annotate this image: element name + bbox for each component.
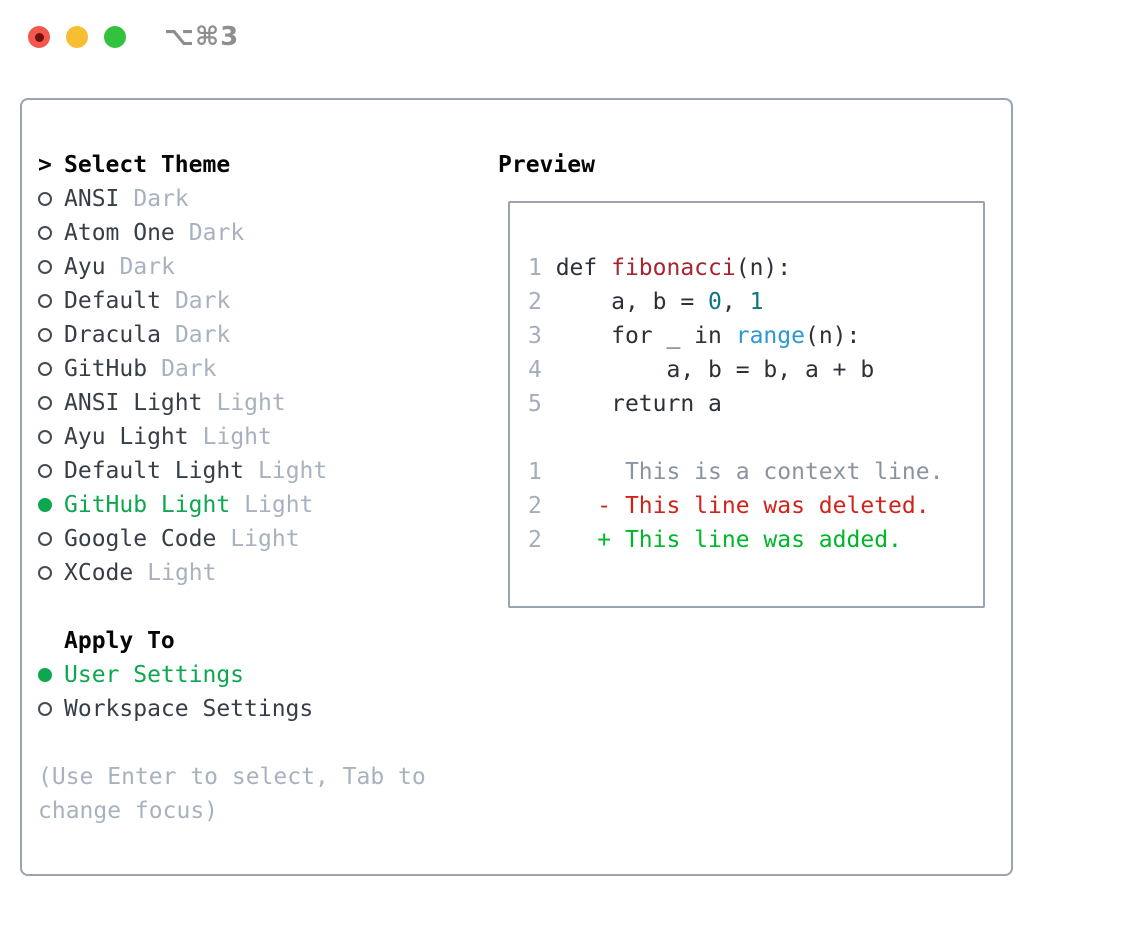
theme-variant-label: Dark bbox=[174, 288, 231, 314]
theme-variant-label: Light bbox=[216, 390, 286, 416]
radio-icon bbox=[38, 328, 52, 342]
option-label: GitHub bbox=[64, 356, 148, 382]
preview-heading-row: Preview bbox=[498, 148, 595, 182]
option-label: GitHub Light bbox=[64, 492, 231, 518]
radio-icon bbox=[38, 362, 52, 376]
option-label: ANSI bbox=[64, 186, 120, 212]
theme-option[interactable]: Google Code Light bbox=[38, 522, 327, 556]
code-line: 1 This is a context line. bbox=[528, 459, 944, 485]
option-label: Default bbox=[64, 288, 161, 314]
theme-variant-label: Dark bbox=[174, 322, 231, 348]
theme-option[interactable]: Default Dark bbox=[38, 284, 327, 318]
help-text: (Use Enter to select, Tab to change focu… bbox=[38, 764, 426, 824]
radio-selected-icon bbox=[38, 498, 52, 512]
code-line: 4 a, b = b, a + b bbox=[528, 357, 875, 383]
radio-icon bbox=[38, 260, 52, 274]
theme-option[interactable]: Default Light Light bbox=[38, 454, 327, 488]
code-preview: 1 def fibonacci(n): 2 a, b = 0, 1 3 for _ … bbox=[528, 251, 943, 557]
radio-icon bbox=[38, 396, 52, 410]
theme-variant-label: Light bbox=[244, 492, 314, 518]
code-line: 3 for _ in range(n): bbox=[528, 323, 861, 349]
option-label: Dracula bbox=[64, 322, 161, 348]
apply-to-title: Apply To bbox=[64, 628, 175, 654]
theme-option[interactable]: GitHub Dark bbox=[38, 352, 327, 386]
cursor-icon: > bbox=[38, 152, 52, 178]
theme-variant-label: Dark bbox=[188, 220, 245, 246]
theme-option[interactable]: ANSI Dark bbox=[38, 182, 327, 216]
code-line: 1 def fibonacci(n): bbox=[528, 255, 792, 281]
titlebar: ⌥⌘3 bbox=[0, 0, 1140, 75]
theme-variant-label: Dark bbox=[133, 186, 189, 212]
traffic-lights bbox=[28, 26, 126, 48]
minimize-button[interactable] bbox=[66, 26, 88, 48]
theme-variant-label: Light bbox=[202, 424, 272, 450]
theme-variant-label: Light bbox=[258, 458, 328, 484]
theme-option[interactable]: Atom One Dark bbox=[38, 216, 327, 250]
zoom-button[interactable] bbox=[104, 26, 126, 48]
option-label: XCode bbox=[64, 560, 134, 586]
code-line bbox=[528, 421, 943, 455]
theme-option[interactable]: Dracula Dark bbox=[38, 318, 327, 352]
preview-box: 1 def fibonacci(n): 2 a, b = 0, 1 3 for _ … bbox=[508, 201, 985, 608]
theme-option[interactable]: Ayu Light Light bbox=[38, 420, 327, 454]
option-label: Workspace Settings bbox=[64, 696, 314, 722]
theme-variant-label: Light bbox=[147, 560, 217, 586]
theme-option[interactable]: Ayu Dark bbox=[38, 250, 327, 284]
code-line: 2 + This line was added. bbox=[528, 527, 902, 553]
theme-option[interactable]: XCode Light bbox=[38, 556, 327, 590]
radio-selected-icon bbox=[38, 668, 52, 682]
radio-icon bbox=[38, 464, 52, 478]
apply-to-header: Apply To bbox=[38, 624, 313, 658]
radio-icon bbox=[38, 430, 52, 444]
code-line: 2 - This line was deleted. bbox=[528, 493, 930, 519]
apply-option[interactable]: Workspace Settings bbox=[38, 692, 313, 726]
option-label: Google Code bbox=[64, 526, 217, 552]
option-label: Ayu Light bbox=[64, 424, 189, 450]
radio-icon bbox=[38, 226, 52, 240]
radio-icon bbox=[38, 294, 52, 308]
radio-icon bbox=[38, 192, 52, 206]
code-line: 5 return a bbox=[528, 391, 722, 417]
option-label: Default Light bbox=[64, 458, 245, 484]
theme-variant-label: Dark bbox=[119, 254, 175, 280]
theme-option[interactable]: GitHub Light Light bbox=[38, 488, 327, 522]
code-line: 2 a, b = 0, 1 bbox=[528, 289, 764, 315]
radio-icon bbox=[38, 566, 52, 580]
close-button[interactable] bbox=[28, 26, 50, 48]
window-title: ⌥⌘3 bbox=[164, 22, 240, 52]
option-label: Ayu bbox=[64, 254, 106, 280]
theme-variant-label: Dark bbox=[161, 356, 217, 382]
option-label: Atom One bbox=[64, 220, 175, 246]
theme-option[interactable]: ANSI Light Light bbox=[38, 386, 327, 420]
option-label: User Settings bbox=[64, 662, 245, 688]
theme-variant-label: Light bbox=[230, 526, 300, 552]
radio-icon bbox=[38, 532, 52, 546]
theme-section-title: Select Theme bbox=[64, 152, 231, 178]
radio-icon bbox=[38, 702, 52, 716]
apply-option[interactable]: User Settings bbox=[38, 658, 313, 692]
close-dot-icon bbox=[34, 32, 44, 42]
option-label: ANSI Light bbox=[64, 390, 203, 416]
theme-list-header: > Select Theme bbox=[38, 148, 327, 182]
preview-section-title: Preview bbox=[498, 152, 595, 178]
